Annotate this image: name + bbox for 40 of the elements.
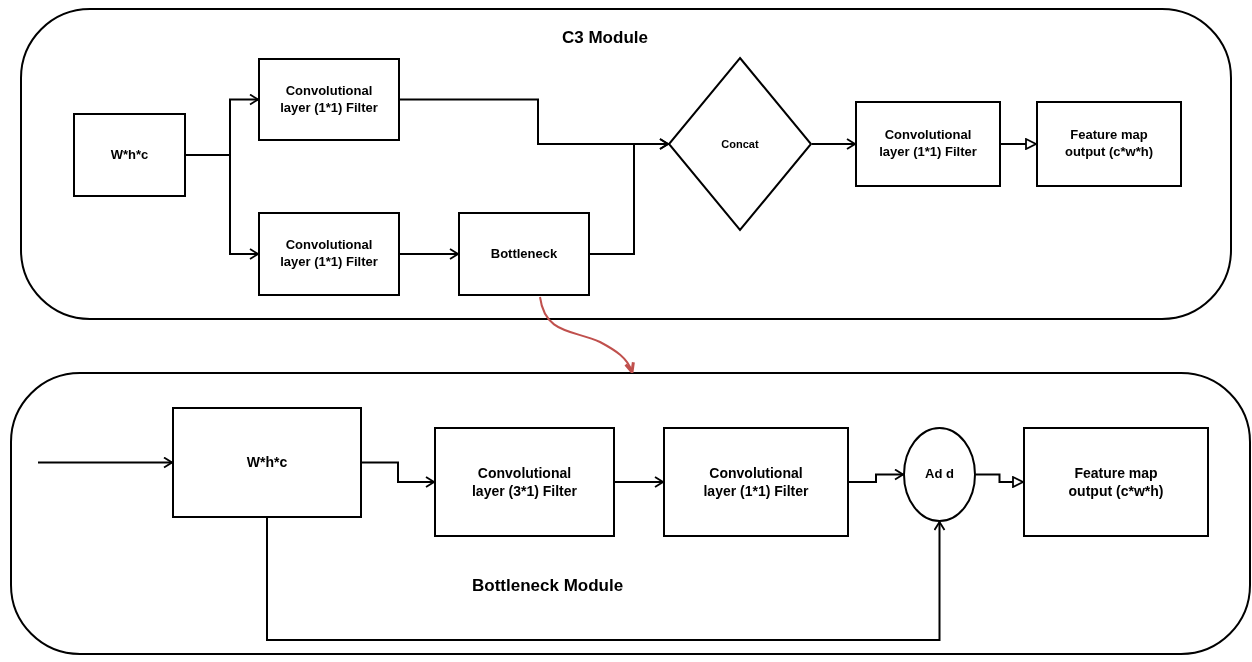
arrow bbox=[975, 473, 1024, 488]
process-box bbox=[1023, 427, 1209, 537]
process-box bbox=[258, 58, 400, 141]
module-title: C3 Module bbox=[562, 28, 648, 48]
process-box bbox=[434, 427, 615, 537]
arrow bbox=[589, 138, 669, 255]
node-label: W*h*c bbox=[245, 453, 289, 472]
process-box bbox=[855, 101, 1001, 187]
arrow bbox=[811, 138, 856, 150]
node-label: Concat bbox=[720, 136, 760, 152]
node-label: Feature map output (c*w*h) bbox=[1067, 463, 1165, 501]
curved-arrow bbox=[539, 296, 635, 374]
process-box bbox=[1036, 101, 1182, 187]
process-box bbox=[258, 212, 400, 296]
node-label: Convolutional layer (1*1) Filter bbox=[702, 463, 810, 501]
node-label: Convolutional layer (1*1) Filter bbox=[878, 127, 978, 161]
process-box bbox=[663, 427, 849, 537]
node-label: Convolutional layer (1*1) Filter bbox=[279, 82, 379, 117]
process-box bbox=[172, 407, 362, 518]
arrow bbox=[614, 476, 664, 488]
concat-diamond bbox=[668, 57, 812, 231]
module-panel bbox=[20, 8, 1232, 320]
node-label: Bottleneck bbox=[489, 245, 559, 263]
add-ellipse bbox=[903, 427, 976, 522]
arrow bbox=[1000, 138, 1037, 150]
node-label: Ad d bbox=[924, 466, 955, 483]
node-label: Convolutional layer (3*1) Filter bbox=[470, 463, 579, 501]
module-panel bbox=[10, 372, 1251, 655]
node-label: Feature map output (c*w*h) bbox=[1063, 127, 1155, 161]
arrow bbox=[37, 456, 173, 469]
arrow bbox=[266, 517, 946, 641]
arrow bbox=[185, 154, 259, 260]
process-box bbox=[458, 212, 590, 296]
arrow bbox=[399, 248, 459, 260]
node-label: W*h*c bbox=[109, 146, 150, 164]
process-box bbox=[73, 113, 186, 197]
node-label: Convolutional layer (1*1) Filter bbox=[279, 237, 379, 271]
arrow bbox=[361, 461, 435, 488]
arrow bbox=[848, 468, 904, 483]
module-title: Bottleneck Module bbox=[472, 576, 624, 596]
